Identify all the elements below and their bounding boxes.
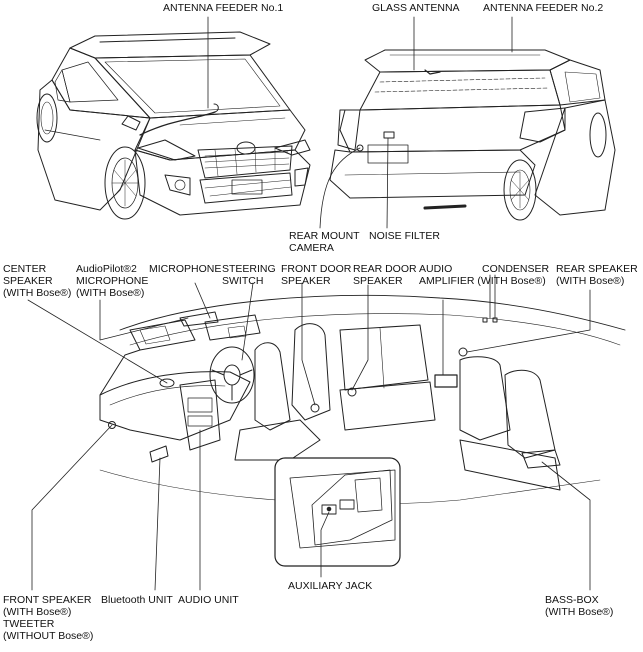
label-antenna-feeder-2: ANTENNA FEEDER No.2	[483, 2, 604, 14]
label-antenna-feeder-1: ANTENNA FEEDER No.1	[163, 2, 284, 14]
rear-vehicle-drawing	[329, 49, 616, 221]
label-condenser: CONDENSER	[482, 263, 550, 275]
interior-drawing	[99, 294, 626, 505]
auxiliary-jack-inset	[274, 457, 401, 567]
label-rear-speaker: REAR SPEAKER (WITH Bose®)	[556, 263, 638, 287]
label-glass-antenna: GLASS ANTENNA	[372, 2, 460, 14]
label-audio-amplifier: AUDIO AMPLIFIER (WITH Bose®)	[419, 263, 546, 287]
label-bass-box: BASS-BOX (WITH Bose®)	[545, 594, 614, 618]
label-auxiliary-jack: AUXILIARY JACK	[288, 580, 373, 592]
label-audiopilot-microphone: AudioPilot®2 MICROPHONE (WITH Bose®)	[76, 263, 149, 299]
label-front-door-speaker: FRONT DOOR SPEAKER	[281, 263, 352, 287]
label-microphone: MICROPHONE	[149, 263, 222, 275]
label-rear-door-speaker: REAR DOOR SPEAKER	[353, 263, 417, 287]
label-center-speaker: CENTER SPEAKER (WITH Bose®)	[3, 263, 72, 299]
leader-lines	[27, 16, 591, 591]
label-steering-switch: STEERING SWITCH	[222, 263, 276, 287]
label-noise-filter: NOISE FILTER	[369, 230, 440, 242]
label-bluetooth-unit: Bluetooth UNIT	[101, 594, 173, 606]
label-audio-unit: AUDIO UNIT	[178, 594, 239, 606]
label-rear-mount-camera: REAR MOUNT CAMERA	[289, 230, 360, 254]
label-front-speaker-tweeter: FRONT SPEAKER (WITH Bose®) TWEETER (WITH…	[3, 594, 94, 642]
front-vehicle-drawing	[36, 31, 311, 220]
